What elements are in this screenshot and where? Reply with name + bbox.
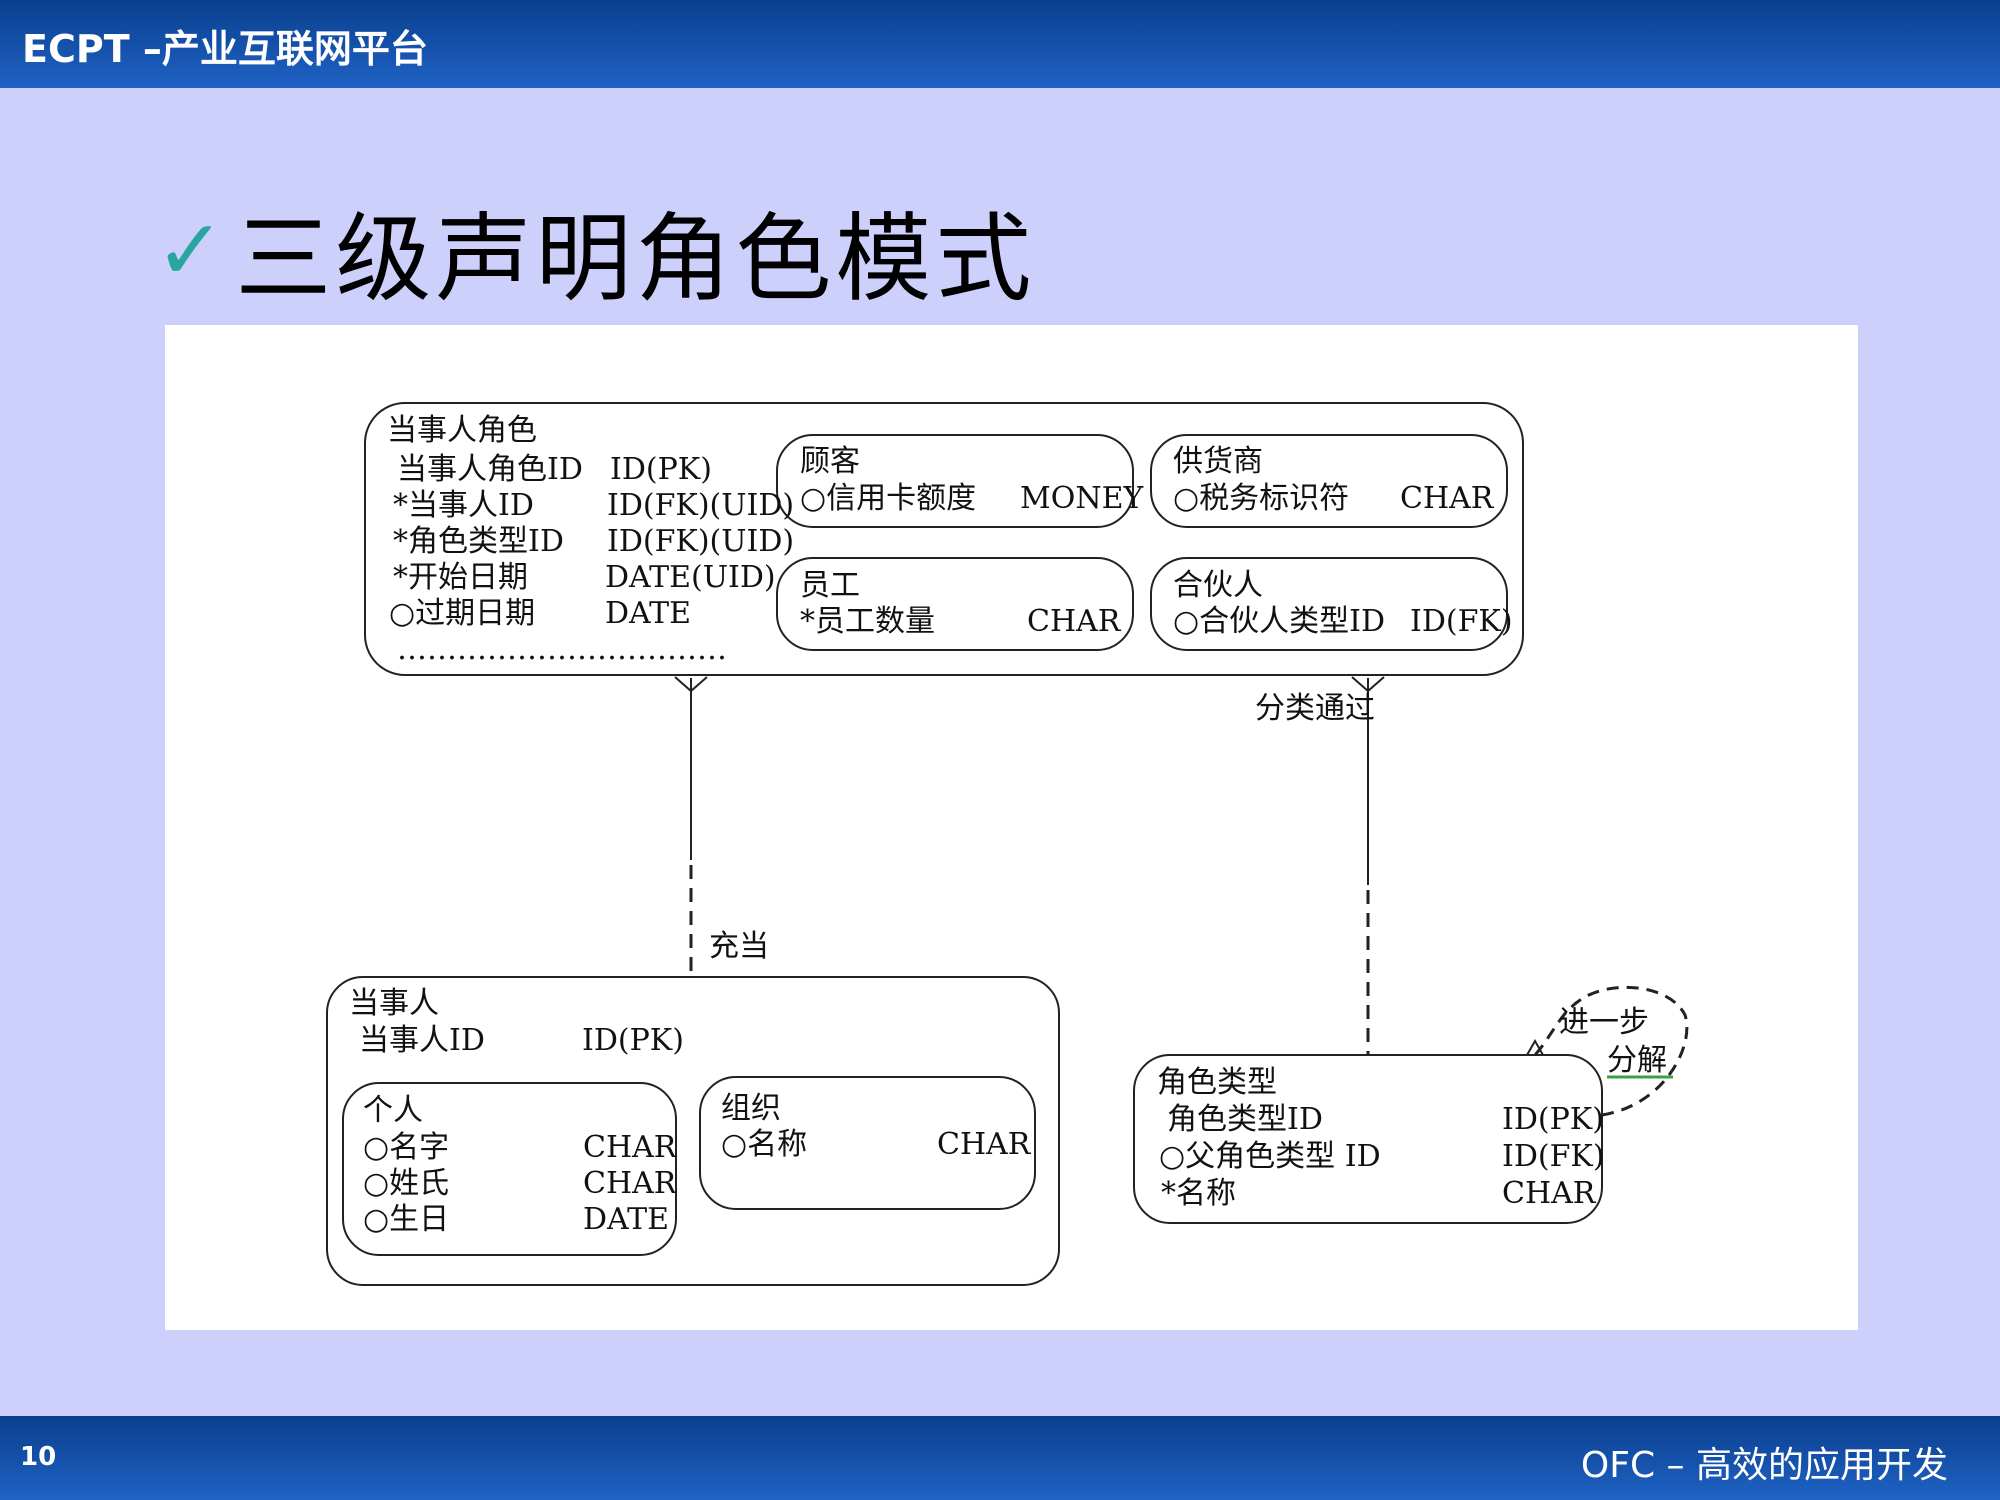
customer-attr: ○信用卡额度 <box>800 481 976 516</box>
supplier-attr: ○税务标识符 <box>1173 481 1349 516</box>
further-crowfoot <box>1526 1038 1544 1056</box>
party-role-row-name: 当事人角色ID <box>397 452 583 487</box>
party-box <box>326 976 1060 1286</box>
supplier-type: CHAR <box>1400 481 1495 516</box>
person-row-type: DATE <box>583 1202 669 1237</box>
role-type-row-type: CHAR <box>1502 1176 1597 1211</box>
party-role-row-type: DATE <box>605 596 691 631</box>
person-row-name: ○生日 <box>363 1202 449 1237</box>
footer-bar: 10 OFC – 高效的应用开发 <box>0 1416 2000 1500</box>
party-role-row-name: ○过期日期 <box>389 596 535 631</box>
person-title: 个人 <box>363 1093 423 1128</box>
diagram-panel: 当事人角色 当事人角色ID ID(PK) *当事人ID ID(FK)(UID) … <box>165 325 1858 1330</box>
role-type-row-type: ID(FK) <box>1502 1139 1605 1174</box>
header-bar: ECPT –产业互联网平台 <box>0 0 2000 88</box>
organization-box <box>699 1076 1036 1210</box>
customer-type: MONEY <box>1020 481 1144 516</box>
party-role-box <box>364 402 1524 676</box>
partner-title: 合伙人 <box>1173 568 1263 603</box>
person-box <box>342 1082 677 1256</box>
party-title: 当事人 <box>349 986 439 1021</box>
person-row-name: ○名字 <box>363 1130 449 1165</box>
party-id-type: ID(PK) <box>582 1023 684 1058</box>
party-role-title: 当事人角色 <box>387 413 537 448</box>
party-role-row-type: ID(FK)(UID) <box>607 524 794 559</box>
person-row-name: ○姓氏 <box>363 1166 449 1201</box>
party-role-row-type: ID(FK)(UID) <box>607 488 794 523</box>
role-type-row-type: ID(PK) <box>1502 1102 1604 1137</box>
party-id-name: 当事人ID <box>359 1023 485 1058</box>
employee-type: CHAR <box>1027 604 1122 639</box>
checkmark-icon: ✓ <box>155 201 226 299</box>
customer-box <box>776 434 1134 528</box>
partner-type: ID(FK) <box>1410 604 1513 639</box>
header-title: ECPT –产业互联网平台 <box>22 27 428 71</box>
organization-attr: ○名称 <box>721 1127 807 1162</box>
party-role-row-name: *当事人ID <box>393 488 534 523</box>
act-as-label: 充当 <box>709 929 769 964</box>
classified-by-label: 分类通过 <box>1255 691 1375 726</box>
further-label-2: 分解 <box>1607 1043 1667 1078</box>
further-decompose-loop <box>1533 985 1689 1117</box>
party-role-row-type: ID(PK) <box>610 452 712 487</box>
role-type-title: 角色类型 <box>1157 1065 1277 1100</box>
organization-type: CHAR <box>937 1127 1032 1162</box>
employee-box <box>776 557 1134 651</box>
supplier-box <box>1150 434 1508 528</box>
customer-title: 顾客 <box>800 444 860 479</box>
slide-title-text: 三级声明角色模式 <box>235 202 1036 315</box>
party-role-row-type: DATE(UID) <box>605 560 776 595</box>
organization-title: 组织 <box>721 1091 781 1126</box>
person-row-type: CHAR <box>583 1166 678 1201</box>
er-diagram: 当事人角色 当事人角色ID ID(PK) *当事人ID ID(FK)(UID) … <box>326 402 1689 1286</box>
partner-box <box>1150 557 1508 651</box>
party-role-row-name: *角色类型ID <box>393 524 564 559</box>
party-role-ellipsis: …………………………… <box>397 632 727 667</box>
party-role-row-name: *开始日期 <box>393 560 528 595</box>
person-row-type: CHAR <box>583 1130 678 1165</box>
slide-title: ✓ 三级声明角色模式 <box>155 190 1035 315</box>
act-as-crowfoot <box>674 676 708 693</box>
further-label-1: 进一步 <box>1559 1005 1649 1040</box>
employee-attr: *员工数量 <box>800 604 935 639</box>
footer-text: OFC – 高效的应用开发 <box>1580 1445 1948 1486</box>
role-type-row-name: ○父角色类型 ID <box>1159 1139 1381 1174</box>
page-number: 10 <box>20 1442 57 1472</box>
partner-attr: ○合伙人类型ID <box>1173 604 1385 639</box>
role-type-row-name: 角色类型ID <box>1167 1102 1323 1137</box>
supplier-title: 供货商 <box>1173 444 1263 479</box>
role-type-row-name: *名称 <box>1161 1176 1236 1211</box>
classified-crowfoot <box>1351 676 1385 693</box>
employee-title: 员工 <box>800 568 860 603</box>
